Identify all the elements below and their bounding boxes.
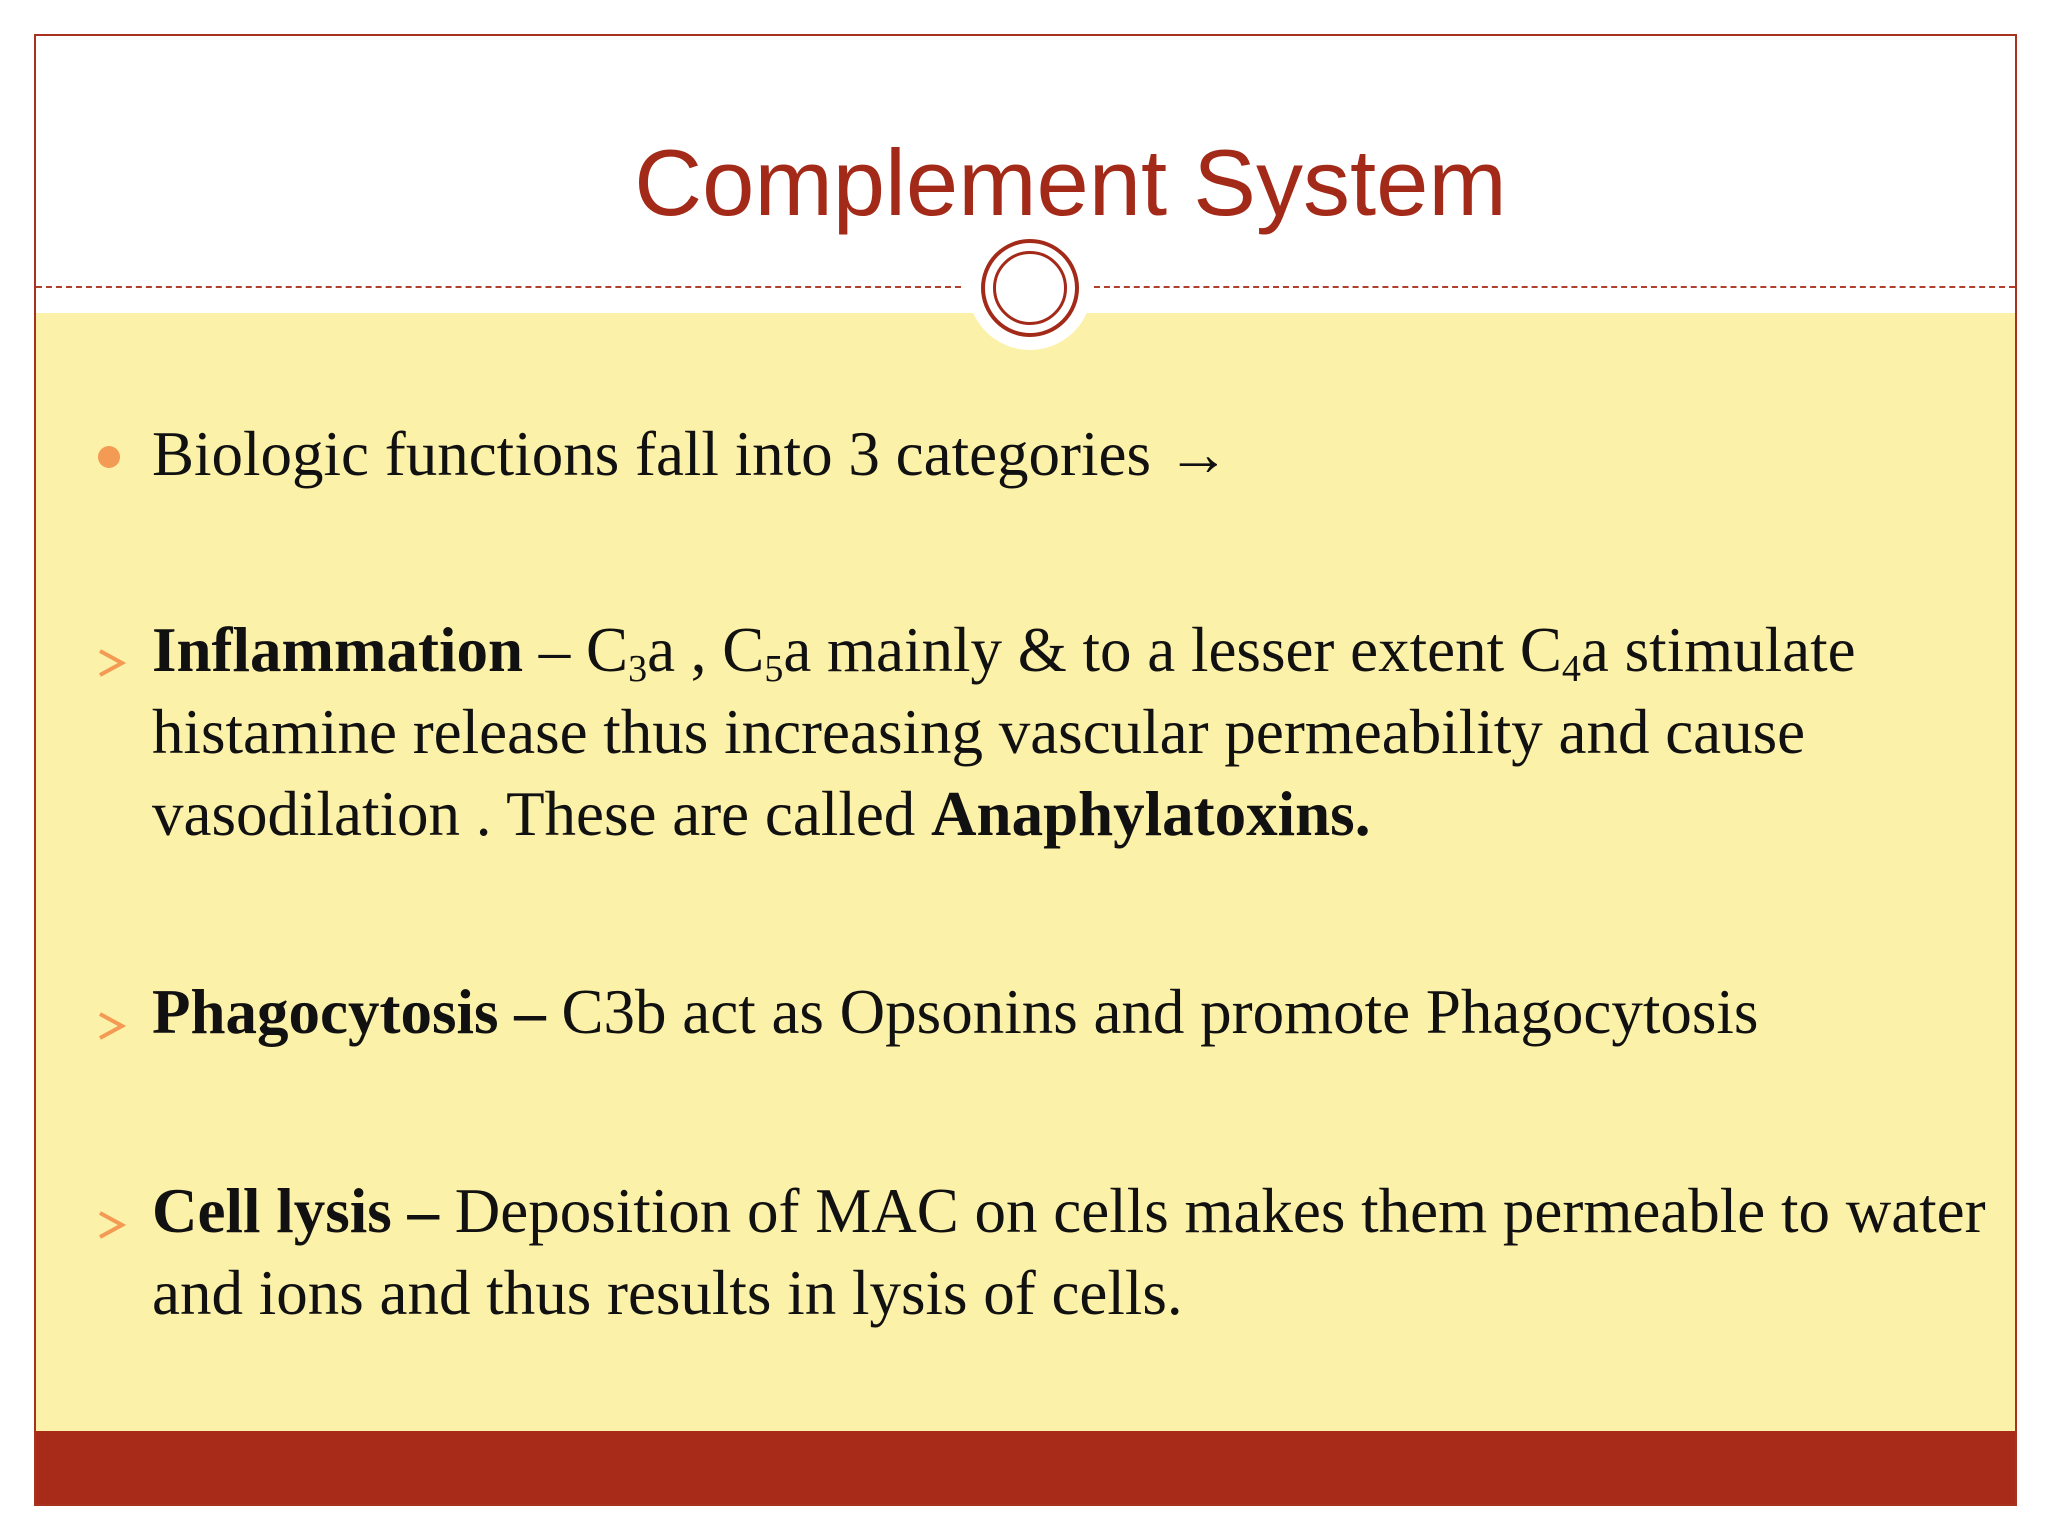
inflammation-item: Inflammation – C3a , C5a mainly & to a l… [152, 609, 1992, 855]
c4-subscript: 4 [1561, 648, 1581, 690]
phagocytosis-heading: Phagocytosis – [152, 977, 546, 1047]
header-divider-right [1094, 286, 2015, 288]
arrowhead-bullet-icon [99, 1211, 126, 1239]
c5-suffix: a mainly & to a lesser extent [783, 615, 1520, 685]
cell-lysis-heading: Cell lysis – [152, 1176, 440, 1246]
inflammation-heading: Inflammation [152, 615, 524, 685]
c5-letter: C [722, 615, 765, 685]
arrowhead-bullet-icon [99, 649, 126, 677]
c3-suffix: a , [647, 615, 723, 685]
c4-letter: C [1519, 615, 1562, 685]
arrowhead-bullet-icon [99, 1012, 126, 1040]
cell-lysis-item: Cell lysis – Deposition of MAC on cells … [152, 1170, 1992, 1334]
c4-suffix: a stimulate histamine release thus incre… [152, 615, 1856, 849]
page-title: Complement System [634, 130, 1507, 235]
header-divider-left [36, 286, 961, 288]
inner-ring-icon [993, 251, 1067, 325]
cell-lysis-body: Deposition of MAC on cells makes them pe… [152, 1176, 1986, 1328]
anaphylatoxins-term: Anaphylatoxins. [931, 779, 1371, 849]
slide-content [36, 313, 2015, 1433]
c3-subscript: 3 [628, 648, 648, 690]
dot-bullet-icon [98, 446, 120, 468]
inflammation-separator: – [523, 615, 587, 685]
c5-subscript: 5 [764, 648, 784, 690]
c3-letter: C [586, 615, 629, 685]
phagocytosis-item: Phagocytosis – C3b act as Opsonins and p… [152, 971, 1992, 1053]
slide: Complement System Biologic functions fal… [34, 34, 2017, 1506]
footer-bar [36, 1431, 2015, 1504]
phagocytosis-body: C3b act as Opsonins and promote Phagocyt… [545, 977, 1759, 1047]
intro-bullet-text: Biologic functions fall into 3 categorie… [152, 419, 1230, 489]
